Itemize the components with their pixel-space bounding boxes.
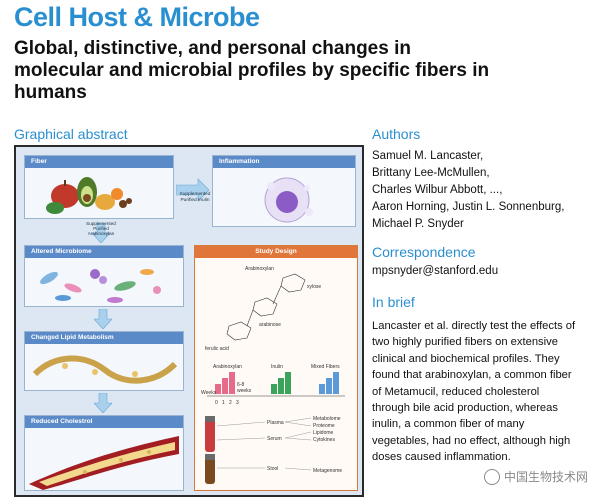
microbiome-panel: Altered Microbiome <box>24 245 184 307</box>
weeks-label: Weeks <box>201 390 217 396</box>
cholesterol-panel-title: Reduced Cholestrol <box>25 416 183 428</box>
brief-line: doses caused inflammation. <box>372 451 511 464</box>
microbes-illustration <box>40 269 161 303</box>
correspondence-email[interactable]: mpsnyder@stanford.edu <box>372 265 499 277</box>
lipid-illustration <box>32 355 178 384</box>
omics-metabolome: Metabolome <box>313 416 341 422</box>
fiber-panel: Fiber <box>24 155 174 219</box>
in-brief-text: Lancaster et al. directly test the effec… <box>372 318 604 466</box>
arabinoxylan-supplement-label: Supplemented Purified Arabinoxylan <box>86 221 116 236</box>
arrow-down-icon <box>94 393 112 413</box>
chem-label-arabinose: arabinose <box>259 322 281 328</box>
author-line: Aaron Horning, Justin L. Sonnenburg, <box>372 201 565 213</box>
washout-label: 6-8 <box>237 382 244 388</box>
brief-line: vegetables, had no effect, although high <box>372 434 571 447</box>
brief-line: found that arabinoxylan, a common fiber <box>372 369 572 382</box>
washout-label: weeks <box>237 388 252 394</box>
title-line: molecular and microbial profiles by spec… <box>14 60 490 81</box>
study-design-panel: Study Design Arabinoxylan xylose ferulic… <box>194 245 358 491</box>
sample-serum: Serum <box>267 436 282 442</box>
correspondence-heading: Correspondence <box>372 244 476 260</box>
group-label-inulin: Inulin <box>271 364 283 370</box>
inflammation-panel: Inflammation <box>212 155 356 227</box>
microbiome-panel-title: Altered Microbiome <box>25 246 183 258</box>
week-tick: 3 <box>236 400 239 406</box>
omics-cytokines: Cytokines <box>313 437 335 443</box>
lipid-panel-title: Changed Lipid Metabolism <box>25 332 183 344</box>
fiber-panel-title: Fiber <box>25 156 173 168</box>
omics-proteome: Proteome <box>313 423 335 429</box>
journal-name: Cell Host & Microbe <box>14 2 260 32</box>
group-label-mixed: Mixed Fibers <box>311 364 340 370</box>
graphical-abstract-heading: Graphical abstract <box>14 126 128 142</box>
chem-label-ferulic: ferulic acid <box>205 346 229 352</box>
title-line: Global, distinctive, and personal change… <box>14 38 411 59</box>
lipid-panel: Changed Lipid Metabolism <box>24 331 184 391</box>
group-label-arabinoxylan: Arabinoxylan <box>213 364 242 370</box>
brief-line: inulin, a common fiber of many <box>372 418 525 431</box>
in-brief-heading: In brief <box>372 294 415 310</box>
watermark-text: 中国生物技术网 <box>504 470 589 484</box>
brief-line: Lancaster et al. directly test the effec… <box>372 320 576 332</box>
immune-cell-illustration <box>264 177 313 223</box>
watermark: 中国生物技术网 <box>484 468 588 485</box>
inulin-supplement-label: Supplemented Purified Inulin <box>179 192 211 203</box>
study-design-title: Study Design <box>195 246 357 258</box>
title-line: humans <box>14 82 87 103</box>
week-tick: 2 <box>229 400 232 406</box>
author-line: Brittany Lee-McMullen, <box>372 167 490 179</box>
author-line: Samuel M. Lancaster, <box>372 150 484 162</box>
brief-line: clinical and biochemical profiles. They <box>372 352 560 365</box>
article-title: Global, distinctive, and personal change… <box>14 38 604 104</box>
sample-stool: Stool <box>267 466 278 472</box>
brief-line: two highly purified fibers on extensive <box>372 336 558 349</box>
sample-plasma: Plasma <box>267 420 284 426</box>
authors-heading: Authors <box>372 126 421 142</box>
cholesterol-panel: Reduced Cholestrol <box>24 415 184 491</box>
chem-label-arabinoxylan: Arabinoxylan <box>245 266 274 272</box>
graphical-abstract-figure: Fiber Supplemented Purified Inulin Infla… <box>14 145 364 497</box>
arrow-down-icon <box>92 223 110 243</box>
author-line: Charles Wilbur Abbott, ..., <box>372 184 503 196</box>
arrow-right-icon <box>176 178 210 202</box>
week-tick: 0 <box>215 400 218 406</box>
arrow-down-icon <box>94 309 112 329</box>
author-line: Michael P. Snyder <box>372 218 464 230</box>
watermark-logo-icon <box>484 468 500 485</box>
week-tick: 1 <box>222 400 225 406</box>
fiber-foods-illustration <box>46 177 132 214</box>
chem-label-xylose: xylose <box>307 284 321 290</box>
brief-line: through bile acid production, whereas <box>372 402 558 415</box>
brief-line: of Metamucil, reduced cholesterol <box>372 385 540 398</box>
study-design-diagram: Arabinoxylan xylose ferulic acid arabino… <box>201 266 345 484</box>
omics-metagenome: Metagenome <box>313 468 342 474</box>
artery-illustration <box>29 436 179 490</box>
omics-lipidome: Lipidome <box>313 430 334 436</box>
inflammation-panel-title: Inflammation <box>213 156 355 168</box>
authors-list: Samuel M. Lancaster, Brittany Lee-McMull… <box>372 148 564 233</box>
